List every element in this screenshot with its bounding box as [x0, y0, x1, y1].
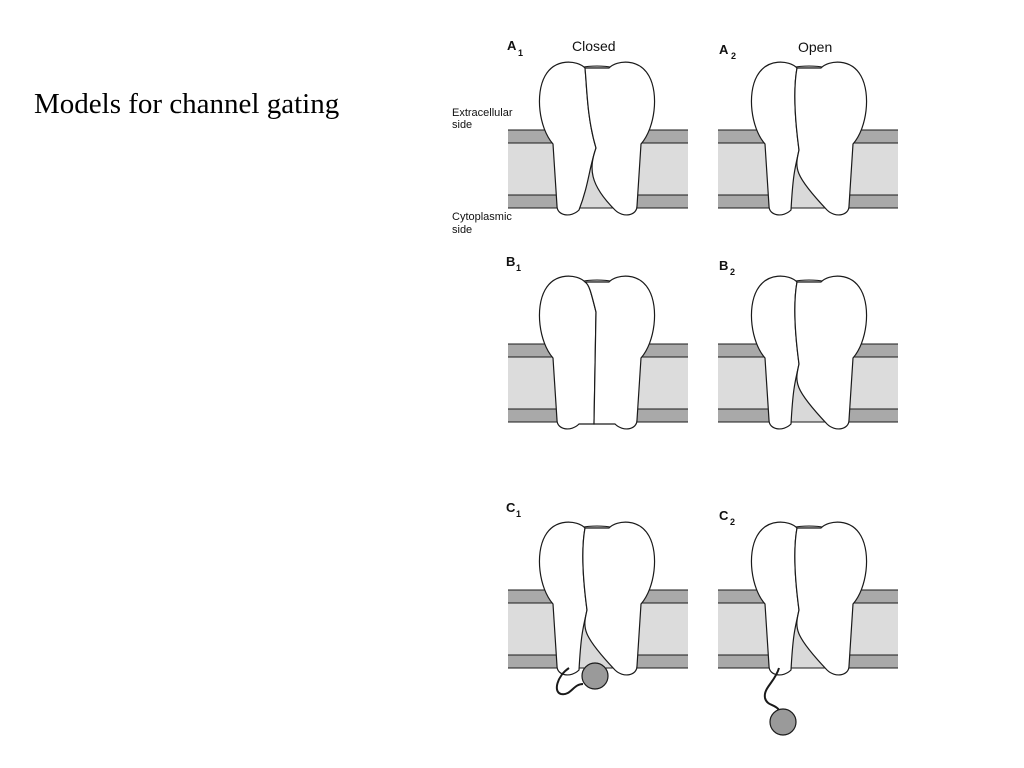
panel-a1 — [507, 61, 689, 216]
panel-letter: C — [506, 500, 516, 515]
panel-a2 — [717, 61, 899, 216]
panel-letter: B — [506, 254, 515, 269]
panel-subscript: 2 — [731, 51, 736, 61]
panels-layer — [507, 61, 899, 736]
channel-subunit-right — [584, 275, 656, 430]
panel-letter: B — [719, 258, 728, 273]
slide-title: Models for channel gating — [34, 88, 340, 120]
column-header-open: Open — [798, 39, 832, 55]
panel-b2 — [717, 275, 899, 430]
panel-letter: A — [507, 38, 517, 53]
panel-label-A2: A 2 — [719, 42, 736, 61]
panel-subscript: 2 — [730, 267, 735, 277]
panel-letter: C — [719, 508, 729, 523]
panel-subscript: 1 — [518, 48, 523, 58]
channel-subunit-right — [794, 521, 868, 676]
inactivation-chain — [763, 667, 780, 711]
label-cytoplasmic-line1: Cytoplasmic — [452, 211, 512, 223]
inactivation-ball — [581, 662, 609, 690]
panel-subscript: 1 — [516, 509, 521, 519]
channel-subunit-right — [582, 521, 656, 676]
channel-subunit-right — [794, 275, 868, 430]
panel-c2 — [717, 521, 899, 736]
panel-label-A1: A 1 — [507, 38, 523, 58]
label-cytoplasmic-line2: side — [452, 224, 472, 236]
panel-c1 — [507, 521, 689, 696]
panel-subscript: 1 — [516, 263, 521, 273]
column-header-closed: Closed — [572, 38, 616, 54]
panel-label-C2: C 2 — [719, 508, 735, 527]
channel-subunit-right — [584, 61, 656, 216]
panel-b1 — [507, 275, 689, 430]
panel-letter: A — [719, 42, 729, 57]
panel-label-B1: B 1 — [506, 254, 521, 273]
label-extracellular-line2: side — [452, 119, 472, 131]
label-extracellular-line1: Extracellular — [452, 107, 513, 119]
panel-subscript: 2 — [730, 517, 735, 527]
inactivation-chain — [555, 667, 584, 696]
panel-label-B2: B 2 — [719, 258, 735, 277]
inactivation-ball — [769, 708, 797, 736]
panel-label-C1: C 1 — [506, 500, 521, 519]
channel-subunit-right — [794, 61, 868, 216]
